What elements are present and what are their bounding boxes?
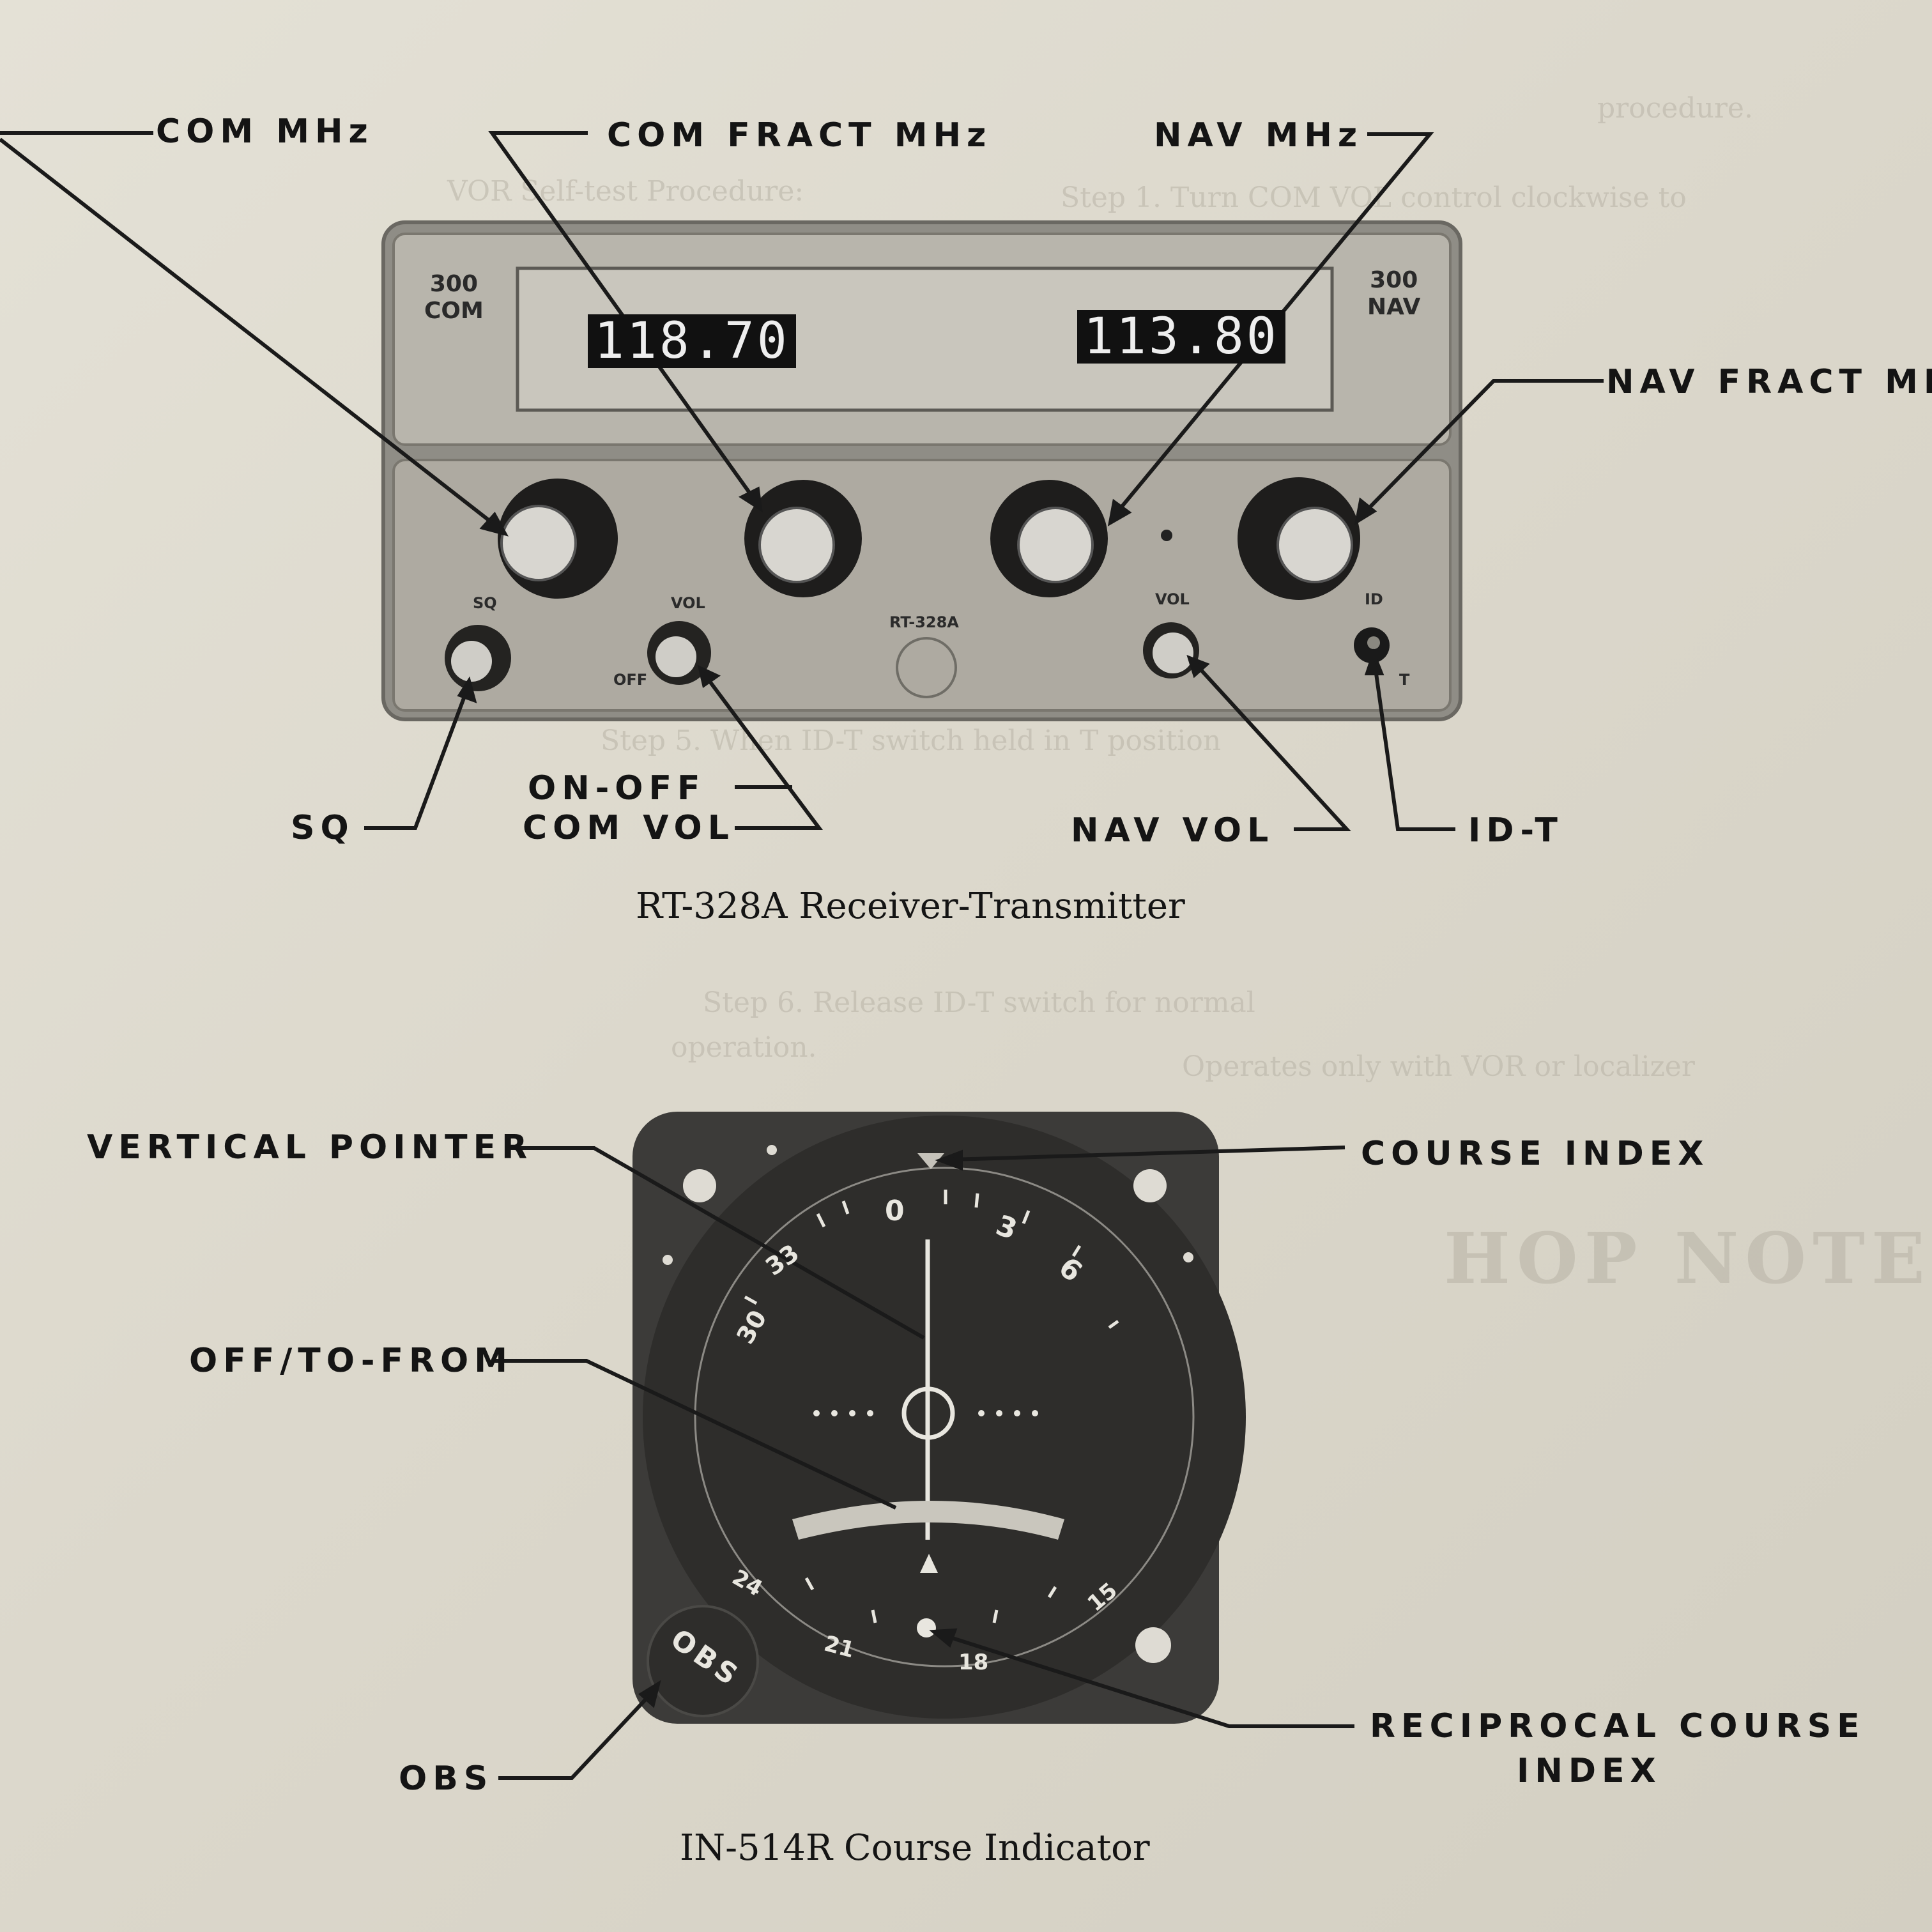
- callout-sq: SQ: [291, 809, 355, 847]
- nav-brand-label: 300 NAV: [1367, 267, 1421, 320]
- callout-reciprocal-course: RECIPROCAL COURSE: [1370, 1707, 1866, 1745]
- bottom-leader-lines: [492, 1146, 1354, 1780]
- nav-mhz-knob: [990, 480, 1108, 597]
- course-indicator: [632, 1112, 1246, 1724]
- ghost-text-1: procedure.: [1597, 92, 1753, 125]
- com-frequency-display: 118.70: [588, 314, 796, 368]
- caption-course-indicator: IN-514R Course Indicator: [680, 1827, 1150, 1869]
- com-vol-knob-label: VOL: [671, 594, 705, 612]
- ghost-text-8: operation.: [671, 1031, 817, 1064]
- callout-reciprocal-index: INDEX: [1517, 1752, 1662, 1790]
- off-label: OFF: [613, 671, 648, 689]
- ghost-text-5: Operates only with VOR or localizer: [1182, 1050, 1695, 1083]
- radio-unit: [381, 220, 1462, 721]
- ghost-text-7: Step 6. Release ID-T switch for normal: [703, 986, 1255, 1019]
- id-label: ID: [1365, 590, 1383, 608]
- ghost-text-2: Step 1. Turn COM VOL control clockwise t…: [1061, 181, 1687, 214]
- nav-frequency-display: 113.80: [1077, 310, 1285, 364]
- scale-0: 0: [885, 1195, 905, 1227]
- com-fract-knob: [744, 480, 862, 597]
- radio-model-label: RT-328A: [889, 613, 959, 631]
- scale-18: 18: [958, 1650, 989, 1675]
- callout-nav-fract: NAV FRACT MI: [1606, 363, 1932, 401]
- top-leader-lines: [0, 131, 1604, 831]
- callout-nav-vol: NAV VOL: [1071, 811, 1275, 850]
- caption-receiver-transmitter: RT-328A Receiver-Transmitter: [636, 885, 1185, 927]
- callout-obs: OBS: [399, 1759, 494, 1798]
- callout-com-fract-mhz: COM FRACT MHz: [607, 116, 992, 155]
- ghost-text-4: Step 5. When ID-T switch held in T posit…: [601, 724, 1222, 757]
- nav-fract-knob: [1238, 477, 1360, 600]
- callout-nav-mhz: NAV MHz: [1154, 116, 1363, 155]
- t-label: T: [1399, 671, 1410, 689]
- callout-id-t: ID-T: [1468, 811, 1563, 850]
- callout-on-off: ON-OFF: [528, 769, 706, 808]
- callout-course-index: COURSE INDEX: [1361, 1135, 1710, 1173]
- nav-vol-knob-label: VOL: [1155, 590, 1190, 608]
- ghost-text-3: VOR Self-test Procedure:: [447, 175, 804, 208]
- callout-off-to-from: OFF/TO-FROM: [189, 1342, 513, 1380]
- callout-com-mhz: COM MHz: [156, 112, 374, 151]
- callout-vertical-pointer: VERTICAL POINTER: [87, 1128, 533, 1167]
- sq-knob-label: SQ: [473, 594, 497, 612]
- com-mhz-knob: [498, 479, 618, 599]
- callout-com-vol: COM VOL: [523, 809, 735, 847]
- com-brand-label: 300 COM: [424, 271, 484, 324]
